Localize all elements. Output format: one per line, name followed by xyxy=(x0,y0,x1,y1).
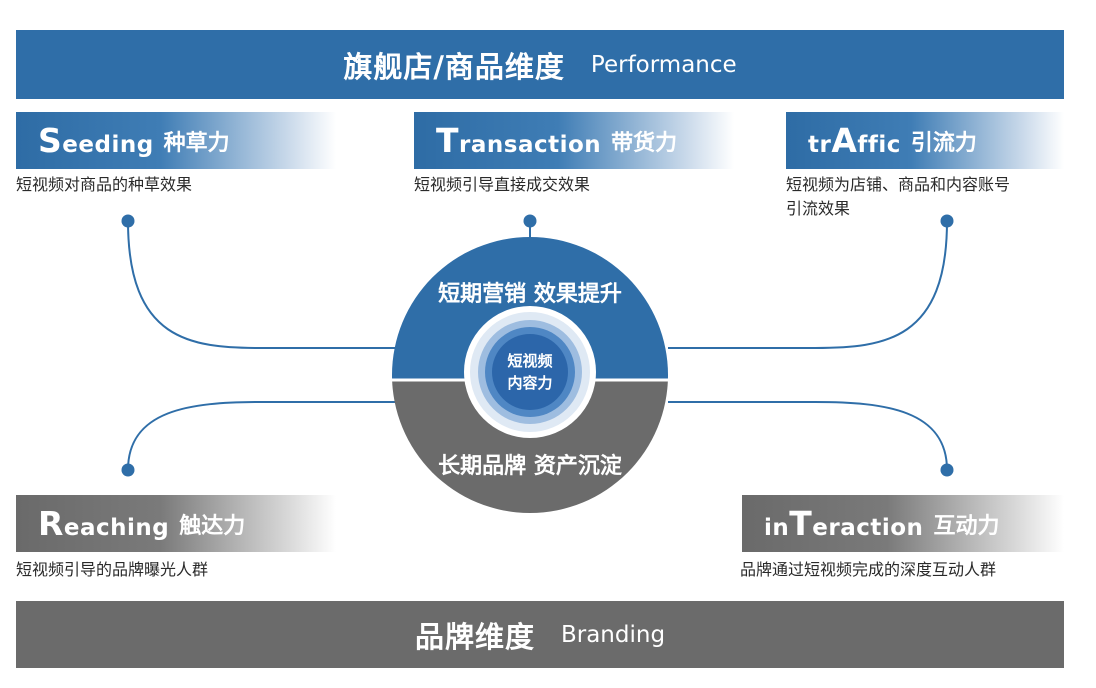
performance-title-en: Performance xyxy=(590,51,737,78)
branding-title-en: Branding xyxy=(560,621,666,648)
long-term-brand-text: 长期品牌 资产沉淀 xyxy=(438,454,622,479)
performance-bar: 旗舰店/商品维度 Performance xyxy=(16,30,1064,99)
traffic-label: trAffic 引流力 xyxy=(786,112,1064,169)
traffic-desc-line2: 引流效果 xyxy=(786,199,851,218)
circle-bottom-half xyxy=(392,380,668,513)
interaction-label: inTeraction 互动力 xyxy=(742,495,1064,552)
connector-reaching xyxy=(127,401,396,471)
seeding-desc: 短视频对商品的种草效果 xyxy=(16,175,193,194)
core-label: 短视频 内容力 xyxy=(480,350,580,394)
core-label-line1: 短视频 xyxy=(507,352,553,370)
reaching-label: Reaching 触达力 xyxy=(16,495,336,552)
short-term-marketing-text: 短期营销 效果提升 xyxy=(438,282,622,307)
dot-seeding xyxy=(121,214,135,228)
connector-traffic xyxy=(668,220,948,349)
dot-reaching xyxy=(121,463,135,477)
traffic-desc-line1: 短视频为店铺、商品和内容账号 xyxy=(786,175,1011,194)
connector-interaction xyxy=(668,401,948,471)
dot-traffic xyxy=(940,214,954,228)
traffic-desc: 短视频为店铺、商品和内容账号 引流效果 xyxy=(786,173,1010,221)
core-circle xyxy=(492,334,568,410)
interaction-desc: 品牌通过短视频完成的深度互动人群 xyxy=(740,560,997,579)
reaching-desc: 短视频引导的品牌曝光人群 xyxy=(16,560,209,579)
dot-interaction xyxy=(940,463,954,477)
seeding-label: Seeding 种草力 xyxy=(16,112,336,169)
branding-bar: 品牌维度 Branding xyxy=(16,601,1064,668)
transaction-label: Transaction 带货力 xyxy=(414,112,734,169)
transaction-desc: 短视频引导直接成交效果 xyxy=(414,175,591,194)
performance-title-zh: 旗舰店/商品维度 xyxy=(343,49,565,84)
connector-seeding xyxy=(127,220,396,349)
dot-transaction xyxy=(523,214,537,228)
core-label-line2: 内容力 xyxy=(507,374,553,392)
branding-title-zh: 品牌维度 xyxy=(414,619,535,654)
